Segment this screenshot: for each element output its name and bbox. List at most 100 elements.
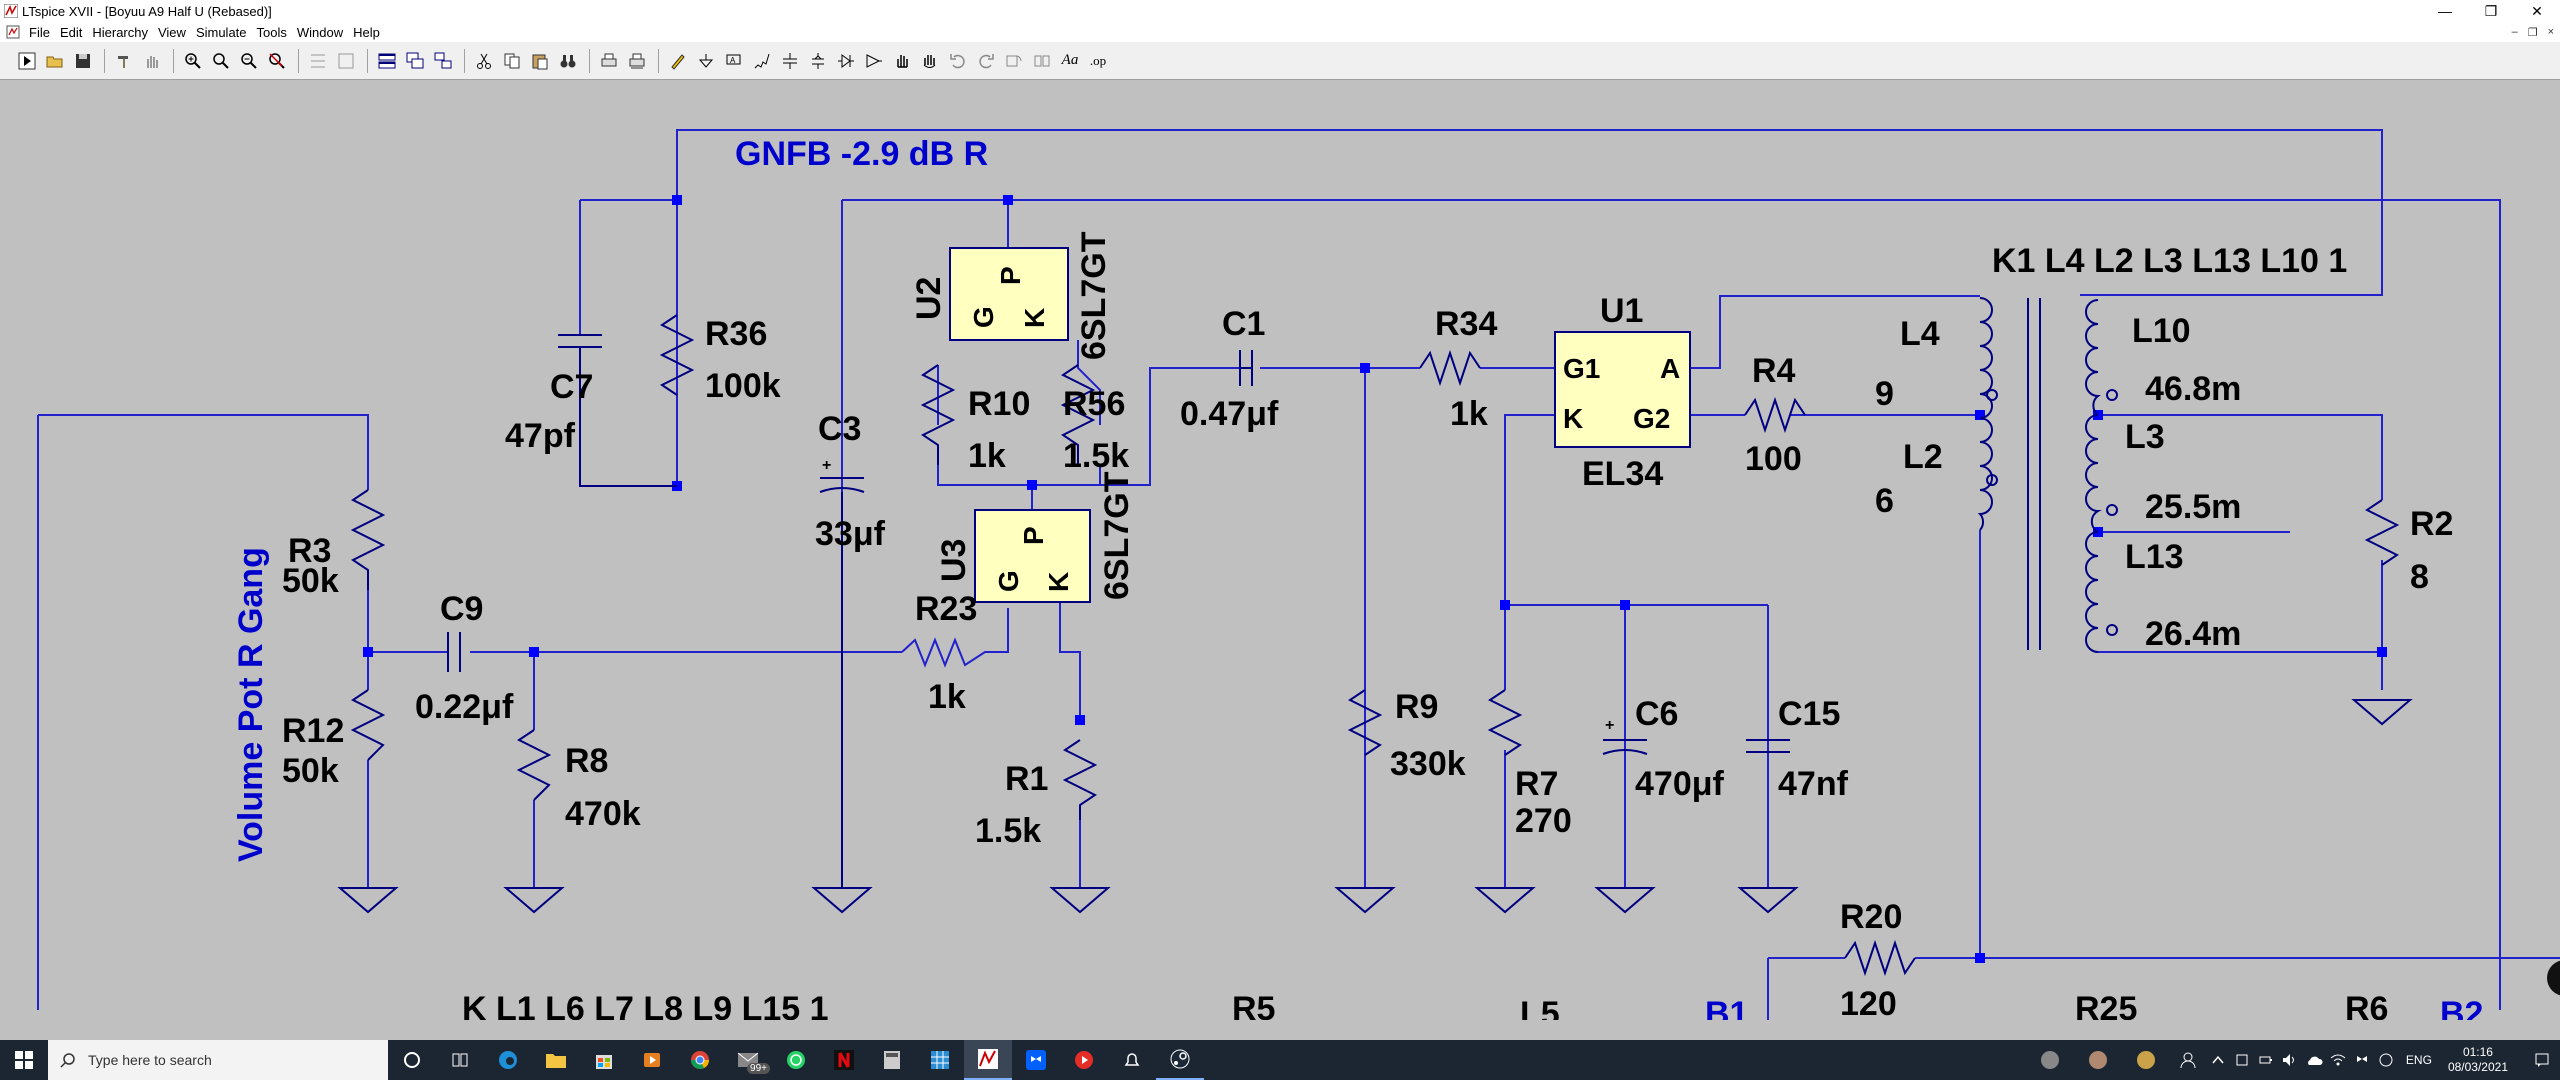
clock[interactable]: 01:16 08/03/2021: [2448, 1045, 2508, 1075]
grid-button[interactable]: [333, 48, 359, 74]
menu-edit[interactable]: Edit: [59, 24, 83, 40]
menu-hierarchy[interactable]: Hierarchy: [92, 24, 148, 40]
zoom-fit-button[interactable]: [264, 48, 290, 74]
cut-button[interactable]: [471, 48, 497, 74]
capacitor-button[interactable]: [777, 48, 803, 74]
taskbar-notifications-app[interactable]: [1108, 1040, 1156, 1080]
rotate-button[interactable]: [1001, 48, 1027, 74]
menu-file[interactable]: File: [29, 24, 50, 40]
restore-button[interactable]: ❐: [2484, 2, 2498, 19]
tray-show-hidden[interactable]: [2206, 1040, 2230, 1080]
taskbar-mail[interactable]: 99+: [724, 1040, 772, 1080]
inductor-button[interactable]: [805, 48, 831, 74]
spice-directive-button[interactable]: .op: [1085, 48, 1111, 74]
menu-help[interactable]: Help: [353, 24, 380, 40]
copy-button[interactable]: [499, 48, 525, 74]
tray-app-1[interactable]: [2026, 1040, 2074, 1080]
close-button[interactable]: ✕: [2531, 2, 2543, 19]
task-view-button[interactable]: [436, 1040, 484, 1080]
start-button[interactable]: [0, 1040, 48, 1080]
menu-view[interactable]: View: [157, 24, 186, 40]
tray-network[interactable]: [2326, 1040, 2350, 1080]
mdi-minimize-button[interactable]: –: [2511, 26, 2518, 38]
open-button[interactable]: [42, 48, 68, 74]
taskbar-media-app[interactable]: [628, 1040, 676, 1080]
close-windows-button[interactable]: [430, 48, 456, 74]
r4-name: R4: [1752, 352, 1796, 390]
print-preview-button[interactable]: [624, 48, 650, 74]
taskbar-spreadsheet[interactable]: [916, 1040, 964, 1080]
menu-tools[interactable]: Tools: [256, 24, 287, 40]
print-button[interactable]: [596, 48, 622, 74]
taskbar-edge[interactable]: [484, 1040, 532, 1080]
tile-horizontal-button[interactable]: [374, 48, 400, 74]
diode-button[interactable]: [833, 48, 859, 74]
taskbar-steam[interactable]: [1156, 1040, 1204, 1080]
r9-value: 330k: [1390, 745, 1466, 783]
c7-name: C7: [550, 368, 593, 406]
taskbar-search-box[interactable]: Type here to search: [48, 1040, 388, 1080]
scroll-right-icon[interactable]: [2547, 960, 2560, 996]
label-net-button[interactable]: A: [721, 48, 747, 74]
capacitors: [447, 334, 1790, 888]
draw-wire-button[interactable]: [665, 48, 691, 74]
mdi-restore-button[interactable]: ❐: [2527, 26, 2538, 39]
r23-value: 1k: [928, 678, 966, 716]
drag-button[interactable]: [917, 48, 943, 74]
taskbar-dropbox[interactable]: [1012, 1040, 1060, 1080]
tray-volume[interactable]: [2278, 1040, 2302, 1080]
taskbar-store[interactable]: [580, 1040, 628, 1080]
save-button[interactable]: [70, 48, 96, 74]
taskbar-file-explorer[interactable]: [532, 1040, 580, 1080]
mdi-close-button[interactable]: ×: [2547, 26, 2554, 38]
taskbar-calculator[interactable]: [868, 1040, 916, 1080]
find-button[interactable]: [555, 48, 581, 74]
tray-steam[interactable]: [2374, 1040, 2398, 1080]
taskbar-chrome[interactable]: [676, 1040, 724, 1080]
ground-button[interactable]: [693, 48, 719, 74]
minimize-button[interactable]: —: [2438, 3, 2452, 19]
mirror-button[interactable]: [1029, 48, 1055, 74]
paste-button[interactable]: [527, 48, 553, 74]
action-center-button[interactable]: [2524, 1040, 2560, 1080]
cascade-button[interactable]: [402, 48, 428, 74]
title-bar: LTspice XVII - [Boyuu A9 Half U (Rebased…: [0, 0, 2560, 22]
r4-value: 100: [1745, 440, 1802, 478]
tray-power[interactable]: [2254, 1040, 2278, 1080]
run-button[interactable]: [14, 48, 40, 74]
tray-dropbox[interactable]: [2350, 1040, 2374, 1080]
zoom-in-button[interactable]: [180, 48, 206, 74]
search-placeholder: Type here to search: [88, 1052, 212, 1068]
taskbar-netflix[interactable]: [820, 1040, 868, 1080]
tray-people[interactable]: [2170, 1040, 2206, 1080]
language-indicator[interactable]: ENG: [2405, 1053, 2432, 1067]
text-button[interactable]: Aa: [1057, 48, 1083, 74]
undo-button[interactable]: [945, 48, 971, 74]
tray-app-3[interactable]: [2122, 1040, 2170, 1080]
taskbar-youtube[interactable]: [1060, 1040, 1108, 1080]
component-button[interactable]: [861, 48, 887, 74]
spreadsheet-icon: [931, 1051, 949, 1069]
c9-value: 0.22μf: [415, 688, 514, 726]
r9-name: R9: [1395, 688, 1438, 726]
toolbar-separator: [658, 48, 659, 73]
schematic-canvas[interactable]: + +: [0, 80, 2560, 1020]
move-button[interactable]: [889, 48, 915, 74]
tile-vertical-button[interactable]: [305, 48, 331, 74]
cortana-button[interactable]: [388, 1040, 436, 1080]
tray-onedrive[interactable]: [2302, 1040, 2326, 1080]
tray-app-2[interactable]: [2074, 1040, 2122, 1080]
taskbar-whatsapp[interactable]: [772, 1040, 820, 1080]
halt-button[interactable]: [139, 48, 165, 74]
resistor-button[interactable]: [749, 48, 775, 74]
c15-value: 47nf: [1778, 765, 1849, 803]
pan-button[interactable]: [208, 48, 234, 74]
taskbar-ltspice[interactable]: [964, 1040, 1012, 1080]
menu-simulate[interactable]: Simulate: [195, 24, 247, 40]
control-panel-button[interactable]: [111, 48, 137, 74]
r7-name: R7: [1515, 765, 1558, 803]
redo-button[interactable]: [973, 48, 999, 74]
tray-device[interactable]: [2230, 1040, 2254, 1080]
zoom-out-button[interactable]: [236, 48, 262, 74]
menu-window[interactable]: Window: [296, 24, 344, 40]
